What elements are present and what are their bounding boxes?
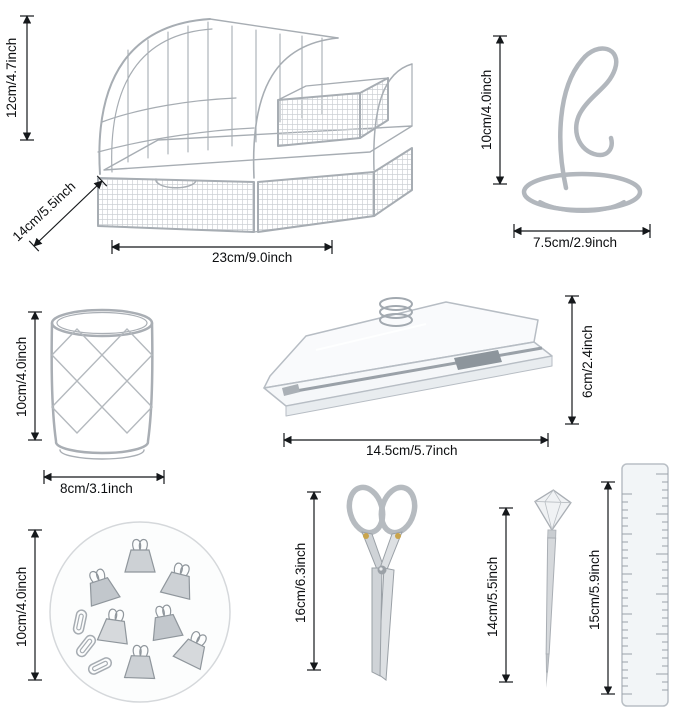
- stapler-width-dimension-line: [283, 433, 549, 447]
- clips-height-dimension-label: 10cm/4.0inch: [14, 566, 29, 648]
- organizer-width-dimension-line: [111, 240, 333, 254]
- pen-height-dimension-line: [499, 507, 513, 683]
- organizer-width-dimension-label: 23cm/9.0inch: [212, 250, 293, 265]
- pen-cup-width-dimension-label: 8cm/3.1inch: [60, 481, 133, 496]
- acrylic-stapler-illustration: [263, 297, 553, 417]
- ruler-illustration: [621, 463, 669, 707]
- stand-height-dimension-label: 10cm/4.0inch: [479, 69, 494, 151]
- pen-cup-height-dimension-label: 10cm/4.0inch: [14, 336, 29, 418]
- scissors-illustration: [346, 484, 418, 681]
- clips-height-dimension-line: [28, 529, 42, 681]
- scissors-height-dimension-label: 16cm/6.3inch: [293, 542, 308, 624]
- scissors-height-dimension-line: [307, 491, 321, 671]
- stapler-height-dimension-line: [565, 295, 579, 425]
- diamond-pen-illustration: [534, 489, 572, 688]
- mesh-desk-organizer-illustration: [97, 18, 413, 233]
- stand-height-dimension-line: [493, 35, 507, 185]
- stapler-width-dimension-label: 14.5cm/5.7inch: [366, 443, 458, 458]
- stapler-height-dimension-label: 6cm/2.4inch: [580, 325, 595, 399]
- stand-width-dimension-label: 7.5cm/2.9inch: [533, 235, 618, 250]
- phone-stand-illustration: [521, 46, 643, 213]
- stand-width-dimension-line: [513, 224, 651, 238]
- wire-pen-holder-illustration: [50, 308, 154, 460]
- organizer-height-dimension-label: 12cm/4.7inch: [4, 37, 19, 119]
- ruler-height-dimension-line: [601, 481, 615, 695]
- pen-height-dimension-label: 14cm/5.5inch: [485, 556, 500, 638]
- organizer-height-dimension-line: [20, 15, 34, 141]
- pen-cup-width-dimension-line: [43, 470, 165, 484]
- pen-cup-height-dimension-line: [28, 311, 42, 441]
- ruler-height-dimension-label: 15cm/5.9inch: [587, 549, 602, 631]
- organizer-depth-dimension-line: [28, 175, 108, 252]
- binder-clips-illustration: [49, 521, 231, 703]
